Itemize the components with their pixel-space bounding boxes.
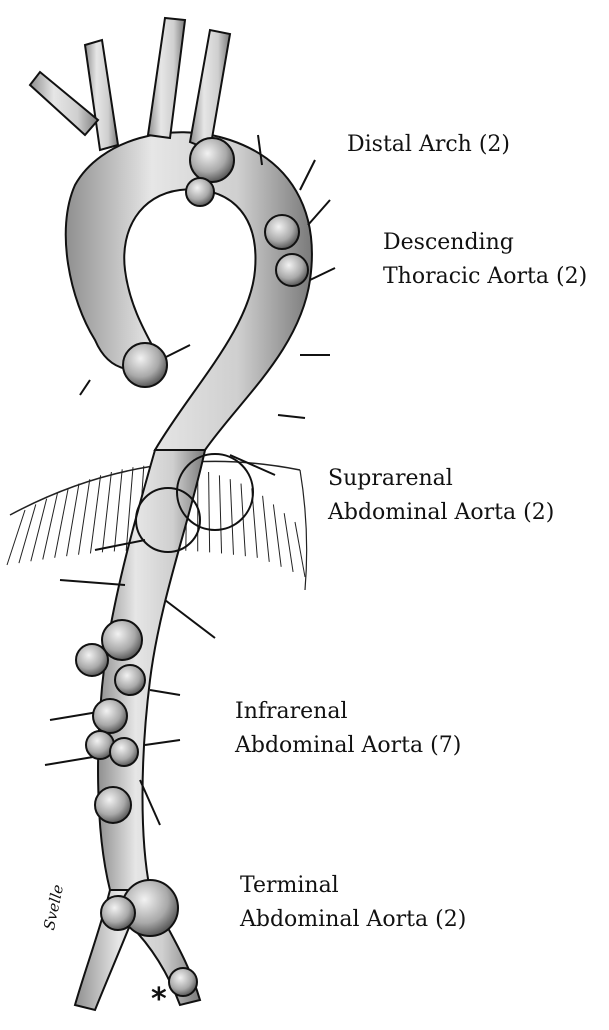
- hatch-stroke: [284, 513, 293, 572]
- hatch-stroke: [102, 472, 111, 552]
- label-descending-line2: Thoracic Aorta (2): [383, 260, 587, 294]
- label-descending-line1: Descending: [383, 226, 587, 260]
- label-infrarenal-line2: Abdominal Aorta (7): [235, 729, 461, 763]
- label-distal-arch: Distal Arch (2): [347, 128, 510, 162]
- hatch-stroke: [263, 496, 270, 562]
- label-descending-thoracic-aorta: Descending Thoracic Aorta (2): [383, 226, 587, 294]
- label-infrarenal-line1: Infrarenal: [235, 695, 461, 729]
- hatch-stroke: [114, 469, 122, 551]
- hatch-stroke: [7, 510, 25, 565]
- hatch-stroke: [209, 472, 210, 552]
- label-terminal-abdominal-aorta: Terminal Abdominal Aorta (2): [240, 869, 466, 937]
- label-infrarenal-abdominal-aorta: Infrarenal Abdominal Aorta (7): [235, 695, 461, 763]
- hatch-stroke: [273, 504, 281, 566]
- label-suprarenal-line2: Abdominal Aorta (2): [328, 496, 554, 530]
- hatch-stroke: [219, 475, 221, 553]
- hatch-stroke: [90, 475, 100, 553]
- hatch-stroke: [295, 522, 305, 577]
- label-distal-arch-line1: Distal Arch (2): [347, 128, 510, 162]
- hatch-stroke: [67, 484, 79, 557]
- arch-branch-vessels: [30, 18, 230, 150]
- asterisk-marker: *: [151, 985, 167, 1015]
- hatch-stroke: [19, 504, 36, 563]
- hatch-stroke: [230, 479, 233, 555]
- hatch-stroke: [79, 479, 90, 555]
- label-suprarenal-abdominal-aorta: Suprarenal Abdominal Aorta (2): [328, 462, 554, 530]
- label-terminal-line1: Terminal: [240, 869, 466, 903]
- label-terminal-line2: Abdominal Aorta (2): [240, 903, 466, 937]
- label-suprarenal-line1: Suprarenal: [328, 462, 554, 496]
